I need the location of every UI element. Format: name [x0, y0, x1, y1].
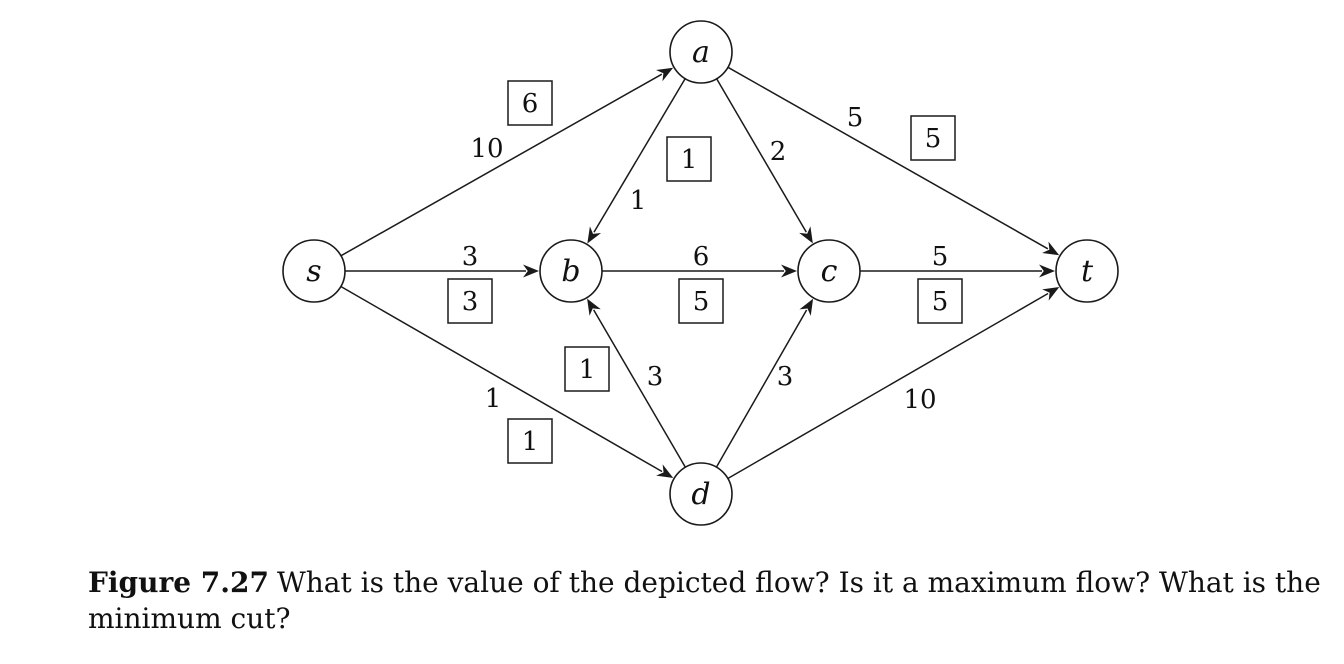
arrowhead-s-b [523, 264, 539, 278]
arrowhead-d-c [799, 298, 814, 316]
node-circle-t [1055, 239, 1119, 303]
edge-line-a-t [727, 66, 1049, 250]
edge-d-c [715, 298, 814, 468]
arrowhead-b-c [781, 264, 797, 278]
flow-box-border-s-d [507, 418, 553, 464]
flow-box-s-d: 1 [507, 418, 553, 464]
node-circle-c [797, 239, 861, 303]
flow-box-border-b-c [678, 278, 724, 324]
edge-a-c [715, 78, 813, 244]
edge-s-b [345, 264, 539, 278]
edge-d-b [587, 298, 687, 468]
flow-label-d-b: 1 [579, 355, 596, 385]
node-a: a [669, 20, 733, 84]
arrowhead-s-d [656, 464, 674, 479]
capacity-label-b-c: 6 [693, 242, 710, 272]
node-circle-d [669, 462, 733, 526]
flow-box-d-b: 1 [564, 346, 610, 392]
arrowhead-a-c [799, 226, 813, 244]
flow-box-s-a: 6 [507, 80, 553, 126]
flow-box-c-t: 5 [917, 278, 963, 324]
node-circle-b [539, 239, 603, 303]
node-label-d: d [691, 477, 710, 512]
figure-number: Figure 7.27 [88, 566, 269, 599]
nodes-layer: s a b c d t [282, 20, 1119, 526]
arrowhead-s-a [656, 67, 674, 82]
node-circle-a [669, 20, 733, 84]
edge-line-a-b [593, 78, 686, 233]
capacity-label-d-t: 10 [903, 385, 936, 415]
edge-c-t [860, 264, 1055, 278]
flow-box-a-b: 1 [666, 136, 712, 182]
flow-label-a-b: 1 [681, 145, 698, 175]
capacity-label-s-b: 3 [462, 242, 479, 272]
node-c: c [797, 239, 861, 303]
edge-line-s-a [340, 73, 663, 257]
edge-s-d [340, 285, 674, 479]
arrowhead-d-t [1042, 287, 1060, 301]
node-circle-s [282, 239, 346, 303]
edge-line-d-b [593, 309, 687, 468]
edges-layer [340, 66, 1060, 480]
node-label-b: b [561, 254, 580, 289]
capacity-label-a-c: 2 [770, 137, 787, 167]
arrowhead-c-t [1039, 264, 1055, 278]
edge-line-d-c [715, 309, 808, 468]
edge-b-c [602, 264, 797, 278]
arrowhead-a-t [1042, 241, 1060, 256]
edge-s-a [340, 67, 674, 257]
flow-box-border-d-b [564, 346, 610, 392]
node-t: t [1055, 239, 1119, 303]
edge-d-t [727, 287, 1060, 480]
arrowhead-a-b [587, 226, 602, 244]
flow-label-s-b: 3 [462, 287, 479, 317]
node-d: d [669, 462, 733, 526]
node-s: s [282, 239, 346, 303]
capacity-label-c-t: 5 [932, 242, 949, 272]
flow-box-border-s-a [507, 80, 553, 126]
flow-label-s-d: 1 [522, 427, 539, 457]
capacity-label-d-b: 3 [647, 362, 664, 392]
flow-box-a-t: 5 [910, 115, 956, 161]
flow-label-a-t: 5 [925, 124, 942, 154]
edge-a-t [727, 66, 1060, 256]
node-b: b [539, 239, 603, 303]
capacity-label-s-d: 1 [485, 384, 502, 414]
caption-text: What is the value of the depicted flow? … [88, 566, 1321, 635]
flow-label-b-c: 5 [693, 287, 710, 317]
node-label-t: t [1081, 254, 1094, 289]
flow-label-c-t: 5 [932, 287, 949, 317]
edge-line-a-c [715, 78, 807, 233]
node-label-s: s [306, 254, 321, 289]
flow-label-s-a: 6 [522, 89, 539, 119]
node-label-a: a [692, 35, 710, 70]
edge-line-s-d [340, 285, 663, 473]
edge-line-d-t [727, 292, 1049, 480]
flow-box-b-c: 5 [678, 278, 724, 324]
flow-box-border-a-b [666, 136, 712, 182]
flow-box-border-c-t [917, 278, 963, 324]
flow-box-border-s-b [447, 278, 493, 324]
edge-a-b [587, 78, 686, 244]
arrowhead-d-b [587, 298, 601, 316]
capacity-label-a-t: 5 [847, 103, 864, 133]
capacity-label-d-c: 3 [777, 362, 794, 392]
flow-box-border-a-t [910, 115, 956, 161]
node-label-c: c [821, 254, 838, 289]
capacity-label-a-b: 1 [630, 186, 647, 216]
capacity-label-s-a: 10 [470, 134, 503, 164]
flow-box-s-b: 3 [447, 278, 493, 324]
